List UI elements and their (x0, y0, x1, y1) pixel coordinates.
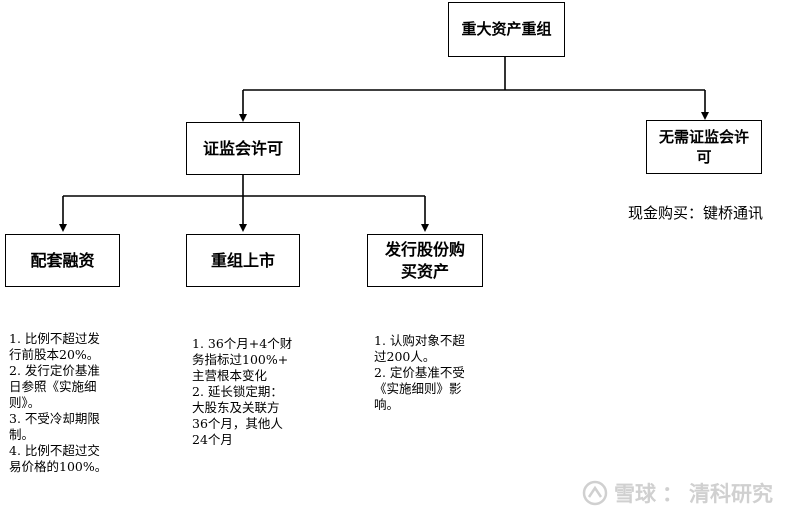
note-share-issuance: 1. 认购对象不超 过200人。 2. 定价基准不受 《实施细则》影 响。 (374, 333, 465, 413)
snowball-logo-icon (582, 480, 608, 506)
node-root-label: 重大资产重组 (461, 20, 552, 39)
watermark-brand: 雪球 (614, 482, 656, 506)
note-line: 易价格的100%。 (9, 459, 108, 474)
node-no-approval: 无需证监会许可 (646, 120, 762, 174)
node-supporting-financing-label: 配套融资 (30, 250, 95, 270)
note-line: 1. 36个月+4个财 (192, 336, 293, 351)
node-share-issuance-label: 发行股份购买资产 (384, 239, 465, 281)
note-line: 制。 (9, 427, 35, 442)
note-line: 2. 发行定价基准 (9, 363, 100, 378)
cash-purchase-example: 现金购买：键桥通讯 (628, 204, 764, 222)
note-line: 36个月，其他人 (192, 416, 283, 431)
note-supporting-financing: 1. 比例不超过发 行前股本20%。 2. 发行定价基准 日参照《实施细 则》。… (9, 331, 107, 475)
note-line: 24个月 (192, 432, 233, 447)
node-csrc-approval: 证监会许可 (186, 122, 300, 175)
node-no-approval-label: 无需证监会许可 (659, 127, 750, 166)
node-csrc-approval-label: 证监会许可 (202, 138, 283, 158)
note-line: 3. 不受冷却期限 (9, 411, 100, 426)
note-line: 2. 定价基准不受 (374, 365, 465, 380)
note-line: 大股东及关联方 (192, 400, 280, 415)
node-supporting-financing: 配套融资 (5, 234, 120, 287)
watermark: 雪球 ： 清科研究 (582, 478, 773, 508)
note-line: 日参照《实施细 (9, 379, 97, 394)
note-line: 响。 (374, 397, 400, 412)
note-line: 过200人。 (374, 349, 436, 364)
note-line: 1. 认购对象不超 (374, 333, 465, 348)
note-line: 1. 比例不超过发 (9, 331, 100, 346)
note-line: 4. 比例不超过交 (9, 443, 100, 458)
node-reorg-listing-label: 重组上市 (210, 250, 275, 270)
watermark-author: 清科研究 (689, 482, 773, 506)
node-share-issuance: 发行股份购买资产 (367, 234, 483, 287)
note-line: 2. 延长锁定期： (192, 384, 283, 399)
watermark-separator: ： (662, 482, 683, 506)
node-reorg-listing: 重组上市 (186, 234, 300, 287)
note-line: 则》。 (9, 395, 41, 410)
note-line: 主营根本变化 (192, 368, 268, 383)
note-line: 行前股本20%。 (9, 347, 100, 362)
node-root: 重大资产重组 (448, 2, 565, 57)
note-line: 《实施细则》影 (374, 381, 462, 396)
note-line: 务指标过100%+ (192, 352, 289, 367)
note-reorg-listing: 1. 36个月+4个财 务指标过100%+ 主营根本变化 2. 延长锁定期： 大… (192, 336, 292, 448)
